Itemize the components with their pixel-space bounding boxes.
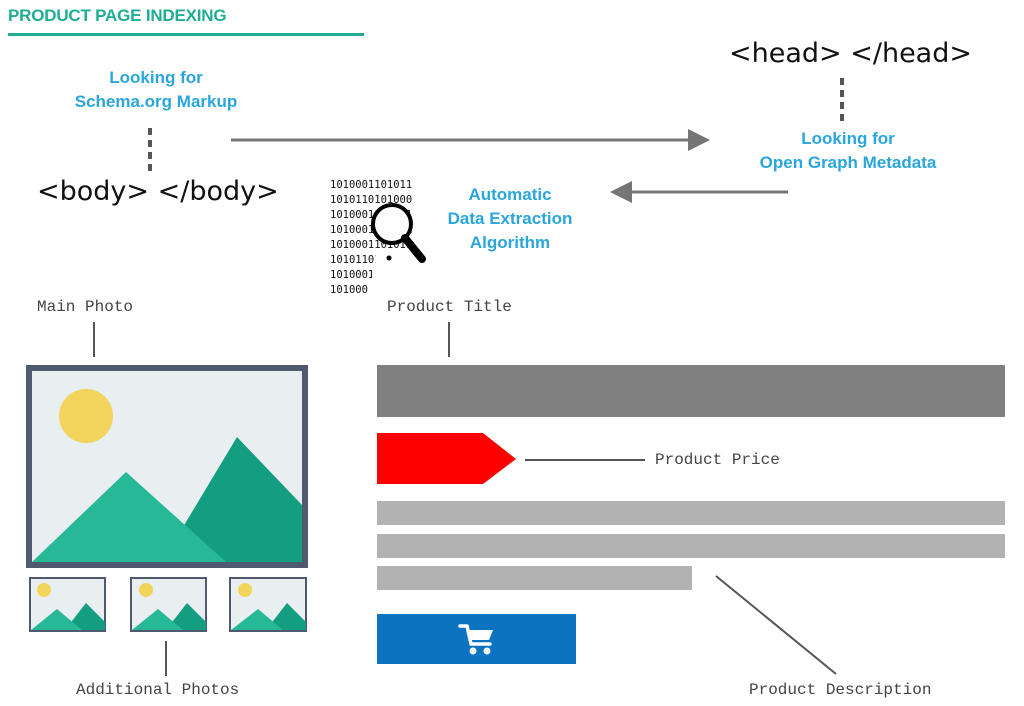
algorithm-label-line-1: Automatic: [468, 185, 552, 204]
product-title-bar: [377, 365, 1005, 417]
sun-icon: [59, 389, 113, 443]
thumbnail-photo: [29, 577, 106, 632]
og-label-line-1: Looking for: [801, 129, 895, 148]
schema-label-line-2: Schema.org Markup: [74, 92, 238, 111]
product-price-label: Product Price: [655, 451, 780, 469]
algorithm-label-line-2: Data Extraction: [447, 209, 573, 228]
schema-label: Looking for Schema.org Markup: [56, 66, 256, 114]
schema-connector: [148, 128, 152, 174]
schema-label-line-1: Looking for: [109, 68, 203, 87]
shopping-cart-icon: [457, 624, 493, 655]
title-underline: [8, 33, 364, 36]
price-connector: [525, 459, 645, 461]
main-photo: [26, 365, 308, 568]
product-title-label: Product Title: [387, 298, 512, 316]
additional-photos-label: Additional Photos: [76, 681, 240, 699]
price-tag: [377, 433, 516, 484]
thumbnail-photo: [130, 577, 207, 632]
main-photo-connector: [93, 322, 95, 357]
main-photo-label: Main Photo: [37, 298, 134, 316]
algorithm-label-line-3: Algorithm: [469, 233, 551, 252]
algorithm-label: Automatic Data Extraction Algorithm: [430, 183, 590, 255]
arrow-to-open-graph: [231, 129, 710, 151]
og-label: Looking for Open Graph Metadata: [742, 127, 954, 175]
diagram-title: PRODUCT PAGE INDEXING: [8, 6, 227, 25]
og-label-line-2: Open Graph Metadata: [759, 153, 937, 172]
additional-photos-connector: [165, 641, 167, 676]
product-description-label: Product Description: [749, 681, 932, 699]
magnifier-icon: [368, 203, 438, 300]
product-title-connector: [448, 322, 450, 357]
binary-line: 1010001101011: [330, 179, 413, 191]
thumbnail-photo: [229, 577, 307, 632]
description-line: [377, 566, 692, 590]
body-tag: <body> </body>: [37, 176, 279, 207]
binary-line: 1010110101000: [330, 194, 413, 206]
head-tag: <head> </head>: [729, 38, 972, 69]
description-line: [377, 534, 1005, 558]
add-to-cart-button[interactable]: [377, 614, 576, 664]
description-line: [377, 501, 1005, 525]
arrow-to-algorithm: [610, 181, 788, 203]
head-connector: [840, 78, 844, 122]
